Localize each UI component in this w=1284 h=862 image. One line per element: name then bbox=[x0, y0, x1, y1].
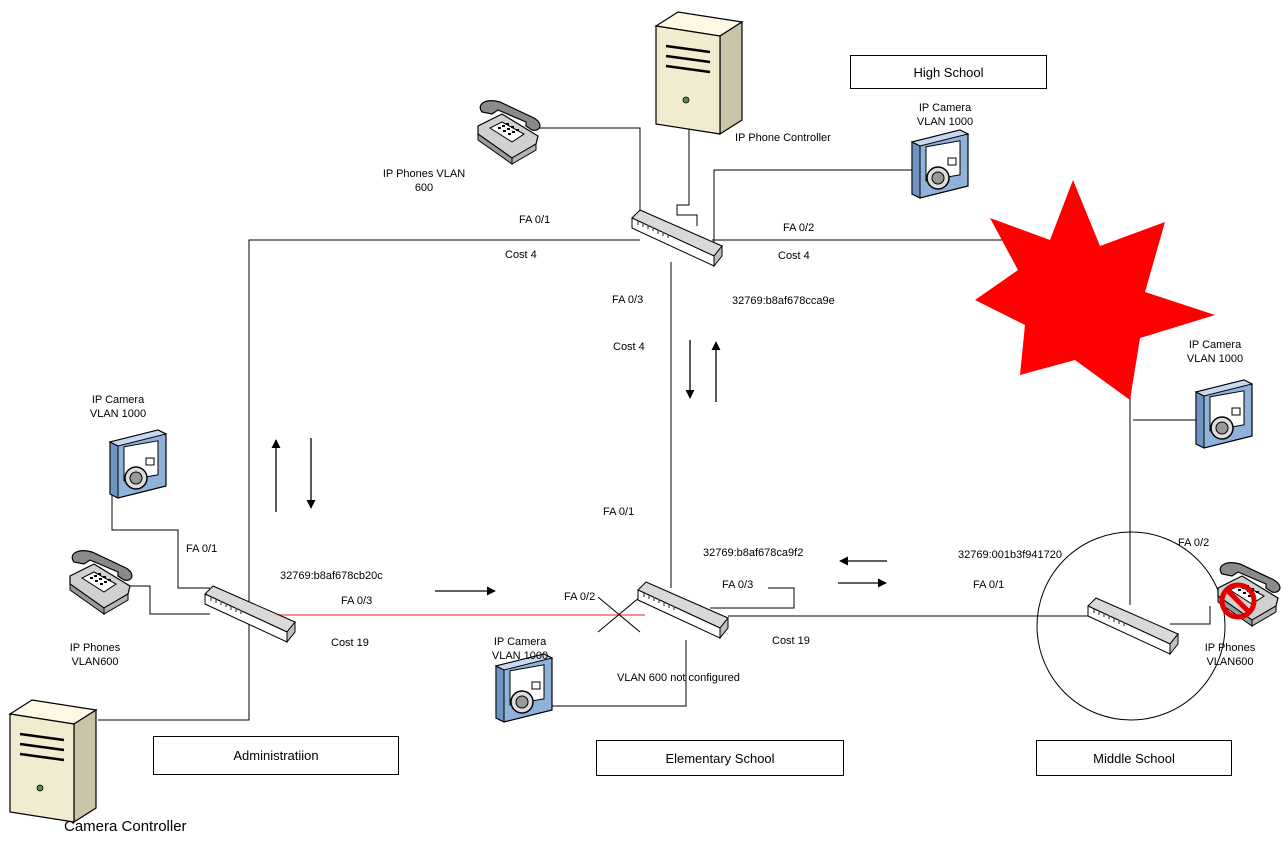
elementary-school-box: Elementary School bbox=[596, 740, 844, 776]
ip-phone-controller-server-icon[interactable] bbox=[654, 10, 744, 136]
administration-label: Administratiion bbox=[233, 748, 319, 763]
high-school-switch-icon[interactable] bbox=[631, 209, 723, 267]
ms-fa02-label: FA 0/2 bbox=[1178, 537, 1210, 549]
es-fa03-label: FA 0/3 bbox=[722, 579, 754, 591]
es-fa01-label: FA 0/1 bbox=[603, 506, 635, 518]
no-sign-icon bbox=[1219, 582, 1257, 620]
camera-controller-label: Camera Controller bbox=[64, 818, 187, 835]
vlan-note-label: VLAN 600 not configured bbox=[617, 672, 740, 684]
ms-fa01-label: FA 0/1 bbox=[973, 579, 1005, 591]
hs-admin-cost-label: Cost 4 bbox=[505, 249, 537, 261]
high-school-camera-icon[interactable] bbox=[911, 129, 969, 199]
es-ms-cost-label: Cost 19 bbox=[772, 635, 810, 647]
hs-fa02-label: FA 0/2 bbox=[783, 222, 815, 234]
high-school-box: High School bbox=[850, 55, 1047, 89]
elementary-school-label: Elementary School bbox=[665, 750, 775, 766]
middle-school-switch-icon[interactable] bbox=[1087, 597, 1179, 655]
middle-school-label: Middle School bbox=[1093, 750, 1175, 766]
ip-phone-controller-label: IP Phone Controller bbox=[735, 132, 831, 144]
administration-box: Administratiion bbox=[153, 736, 399, 775]
hs-fa03-label: FA 0/3 bbox=[612, 294, 644, 306]
admin-es-cost-label: Cost 19 bbox=[331, 637, 369, 649]
middle-school-circle bbox=[1036, 531, 1226, 721]
es-fa02-label: FA 0/2 bbox=[564, 591, 596, 603]
ms-bridge-id: 32769:001b3f941720 bbox=[958, 549, 1062, 561]
elementary-camera-icon[interactable] bbox=[495, 653, 553, 723]
admin-fa01-label: FA 0/1 bbox=[186, 543, 218, 555]
es-bridge-id: 32769:b8af678ca9f2 bbox=[703, 547, 804, 559]
middle-school-phone-icon[interactable] bbox=[1217, 562, 1281, 627]
administration-camera-icon[interactable] bbox=[109, 429, 167, 499]
middle-school-camera-icon[interactable] bbox=[1195, 379, 1253, 449]
administration-switch-icon[interactable] bbox=[204, 585, 296, 643]
middle-school-box: Middle School bbox=[1036, 740, 1232, 776]
elementary-switch-icon[interactable] bbox=[637, 581, 729, 639]
high-school-phone-icon[interactable] bbox=[477, 100, 541, 165]
hs-es-cost-label: Cost 4 bbox=[613, 341, 645, 353]
hs-fa01-label: FA 0/1 bbox=[519, 214, 551, 226]
x-mark-icon bbox=[597, 596, 641, 633]
hs-bridge-id: 32769:b8af678cca9e bbox=[732, 295, 835, 307]
administration-phone-icon[interactable] bbox=[69, 550, 133, 615]
hs-ms-cost-label: Cost 4 bbox=[778, 250, 810, 262]
failure-star-icon bbox=[975, 180, 1215, 400]
stp-arrows bbox=[271, 340, 887, 596]
admin-bridge-id: 32769:b8af678cb20c bbox=[280, 570, 383, 582]
camera-controller-server-icon[interactable] bbox=[8, 698, 98, 824]
admin-fa03-label: FA 0/3 bbox=[341, 595, 373, 607]
high-school-label: High School bbox=[913, 64, 984, 80]
